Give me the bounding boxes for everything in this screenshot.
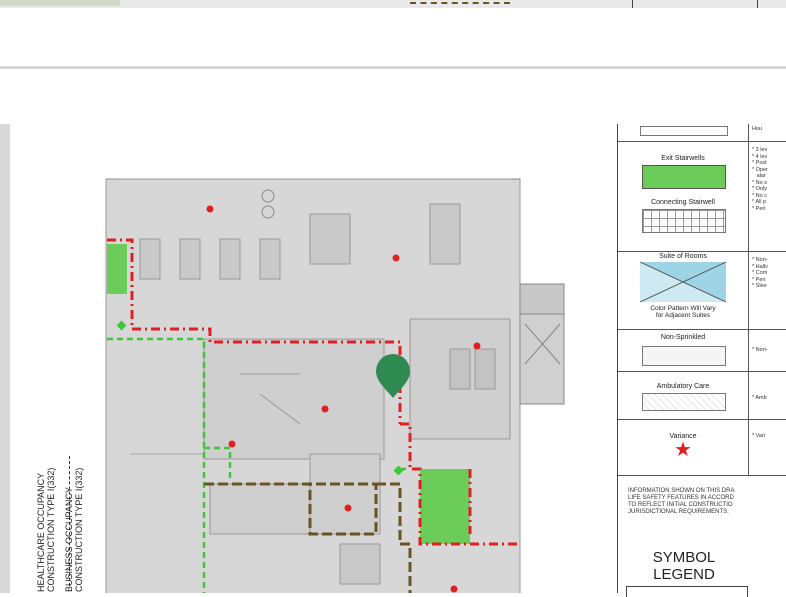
exit-marker (393, 465, 404, 476)
non-sprinkled-swatch (642, 346, 726, 366)
star-icon: ★ (674, 439, 692, 461)
symbol-legend-title: SYMBOL LEGEND (652, 549, 716, 583)
legend-row-suite: Suite of Rooms Color Pattern Will Vary f… (618, 251, 748, 330)
occupancy-label-healthcare: HEALTHCARE OCCUPANCY (36, 472, 46, 592)
legend-row-top (618, 124, 748, 142)
legend-row-ambulatory: Ambulatory Care (618, 371, 748, 420)
smoke-barrier-lines (107, 238, 520, 546)
legend-notes-variance: * Vari (748, 419, 786, 476)
legend-notes-nonsprinkled: * Non- (748, 329, 786, 372)
construction-type-label: CONSTRUCTION TYPE I(332) (46, 467, 56, 592)
symbol-legend-panel: Hou Exit Stairwells Connecting Stairwell… (617, 124, 786, 597)
suite-of-rooms-swatch (640, 262, 726, 302)
ambulatory-care-swatch (642, 393, 726, 411)
occupancy-label-business: BUSINESS OCCUPANCY (64, 487, 74, 592)
floor-area (105, 178, 565, 593)
exit-stair-east (420, 469, 470, 544)
construction-type-label: CONSTRUCTION TYPE I(332) (74, 467, 84, 592)
legend-row-stairwells: Exit Stairwells Connecting Stairwell (618, 141, 748, 252)
floor-plan-drawing (105, 178, 565, 593)
legend-info-text: INFORMATION SHOWN ON THIS DRA LIFE SAFET… (628, 488, 735, 515)
occupancy-divider (69, 456, 71, 586)
legend-row-variance: Variance ★ (618, 419, 748, 476)
map-pin-icon[interactable] (376, 354, 410, 398)
exit-stairwell-swatch (642, 165, 726, 189)
legend-box-edge (626, 586, 748, 597)
section-divider (0, 66, 786, 69)
room-markers (206, 205, 481, 593)
previous-image-strip (0, 0, 786, 8)
connecting-stairwell-swatch (642, 209, 726, 233)
legend-notes-ambulatory: * Amb (748, 371, 786, 420)
legend-notes-suite: * Non- * Hallv * Com * Peri * Slee (748, 251, 786, 330)
legend-notes-stairwells: * 3 lev * 4 lev * Post * Oper alar * No … (748, 141, 786, 252)
occupancy-separation-lines (204, 482, 412, 593)
exit-stair-west (107, 244, 127, 294)
legend-row-nonsprinkled: Non-Sprinkled (618, 329, 748, 372)
legend-note-top: Hou (748, 124, 786, 142)
